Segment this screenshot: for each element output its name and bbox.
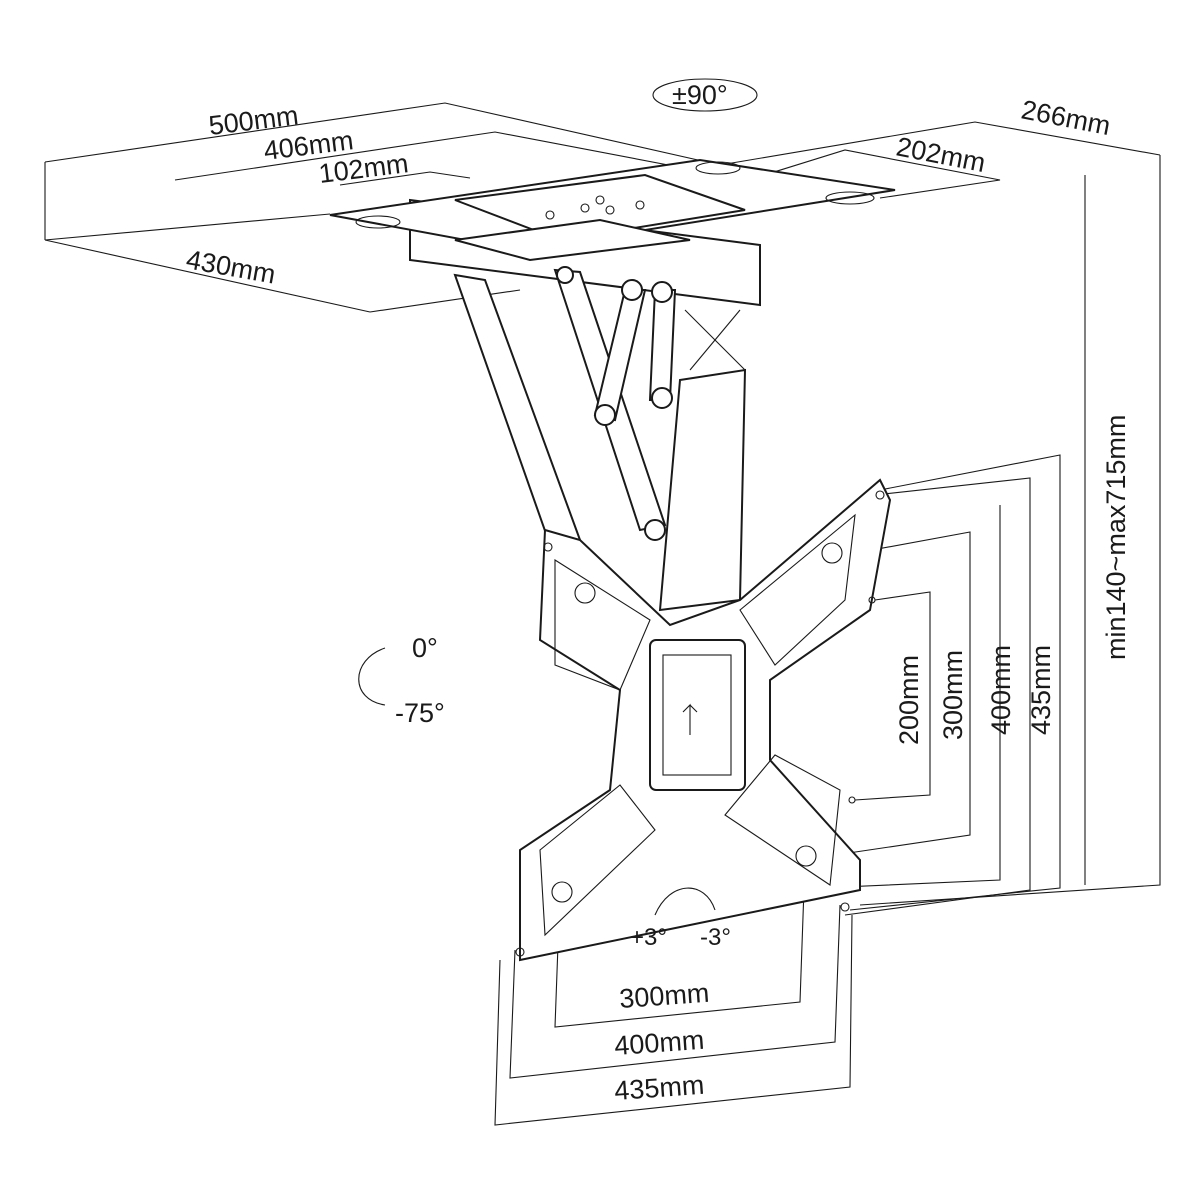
vesa-h-300-label: 300mm	[618, 978, 710, 1014]
swivel-arrow-icon	[652, 78, 758, 112]
depth-rail-label: 430mm	[184, 244, 278, 289]
height-range-label: min140~max715mm	[1101, 415, 1131, 660]
vesa-h-435-label: 435mm	[613, 1070, 705, 1106]
dimension-lines-top	[44, 102, 1161, 313]
up-arrow-icon	[682, 703, 698, 735]
vesa-h-400-label: 400mm	[613, 1025, 705, 1061]
tilt-arrow-icon	[358, 647, 386, 706]
tilt-top-label: 0°	[412, 633, 438, 663]
rotation-arrows	[358, 78, 758, 916]
vesa-v-435-label: 435mm	[1026, 645, 1056, 735]
rotate-minus-label: -3°	[700, 924, 731, 951]
depth-total-label: 266mm	[1019, 94, 1113, 141]
telescopic-arm	[453, 266, 747, 612]
vesa-plate	[515, 478, 892, 962]
dimension-lines-bottom	[494, 859, 853, 1126]
dimension-lines-right	[814, 155, 1161, 916]
vesa-v-400-label: 400mm	[986, 645, 1016, 735]
rotate-plus-label: +3°	[630, 924, 667, 951]
vesa-v-300-label: 300mm	[938, 650, 968, 740]
vesa-v-200-label: 200mm	[894, 655, 924, 745]
depth-inner-label: 202mm	[894, 131, 988, 178]
rotate-arrow-icon	[654, 887, 716, 916]
swivel-label: ±90°	[672, 80, 728, 110]
tilt-bottom-label: -75°	[395, 698, 445, 728]
ceiling-plate	[329, 158, 896, 307]
